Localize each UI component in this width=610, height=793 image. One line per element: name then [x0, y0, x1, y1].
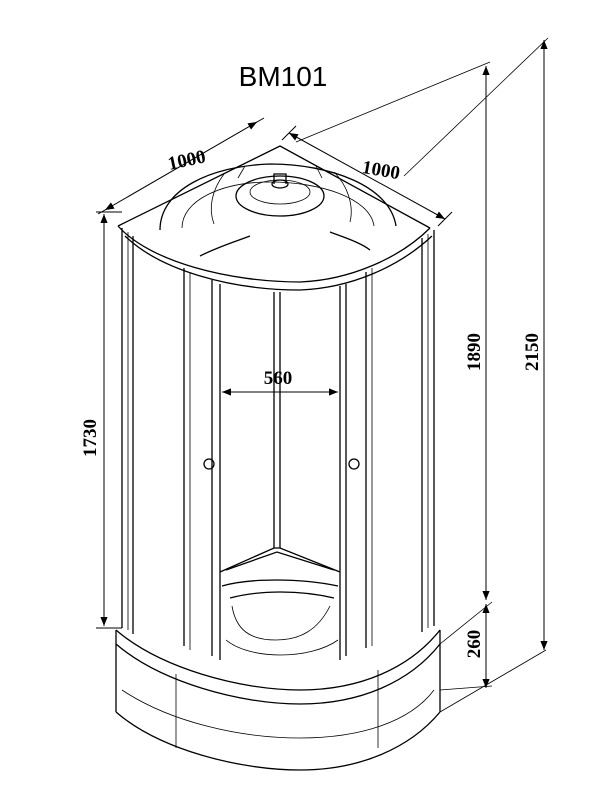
dim-total-height: 2150	[522, 333, 543, 371]
cabin-outline	[115, 145, 441, 771]
dimension-lines	[96, 37, 549, 713]
dim-glass-height: 1730	[80, 419, 101, 457]
dim-tray-height: 260	[464, 630, 485, 659]
dim-width-right: 1000	[360, 157, 401, 184]
dim-width-left: 1000	[166, 146, 208, 174]
model-title: BM101	[239, 61, 328, 92]
dim-door-width: 560	[264, 368, 293, 389]
dim-cabin-height: 1890	[464, 333, 485, 371]
